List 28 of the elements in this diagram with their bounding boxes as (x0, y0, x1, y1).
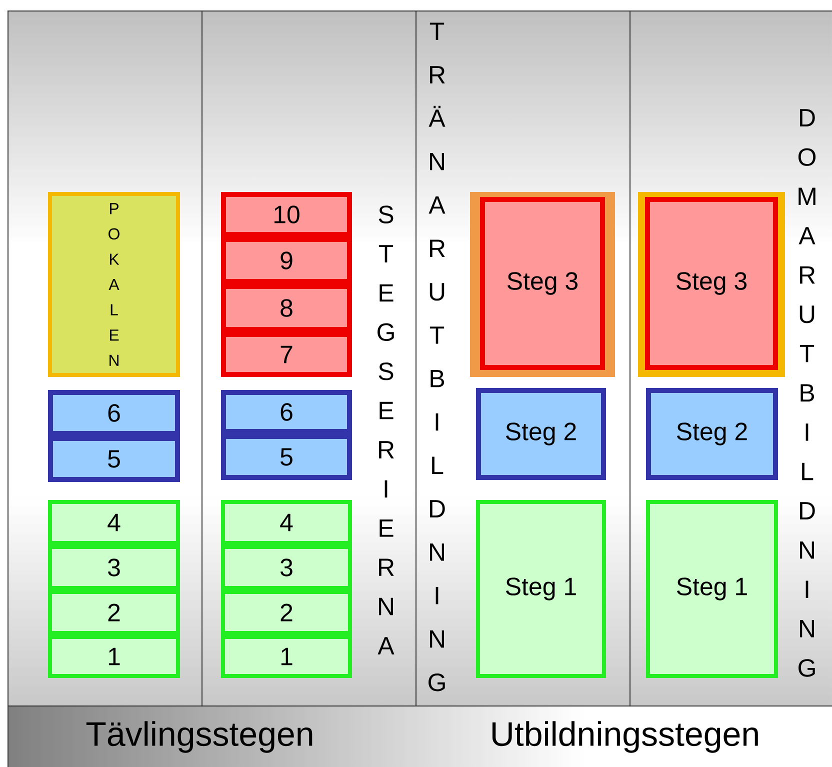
vertical-label: TRÄNARUTBILDNING (428, 22, 446, 692)
step-box: 9 (221, 237, 352, 284)
step-box: POKALEN (48, 192, 180, 377)
step-box: 3 (221, 545, 352, 590)
step-box: 2 (48, 590, 180, 635)
step-box: Steg 3 (638, 192, 785, 377)
step-box: 7 (221, 332, 352, 377)
step-box: Steg 2 (646, 388, 778, 480)
vertical-label: DOMARUTBILDNING (798, 109, 816, 677)
step-box: 3 (48, 545, 180, 590)
ladder-title: Tävlingsstegen (86, 721, 312, 753)
step-box: 6 (221, 390, 352, 434)
step-box: 2 (221, 590, 352, 635)
vertical-label: STEGSERIERNA (378, 206, 394, 654)
step-box: 5 (221, 434, 352, 480)
step-box: 1 (48, 635, 180, 678)
step-box: 5 (48, 436, 180, 482)
step-box: 6 (48, 390, 180, 436)
step-box: 4 (221, 500, 352, 545)
step-box: 8 (221, 284, 352, 332)
step-box: Steg 1 (476, 500, 606, 678)
step-box: Steg 3 (470, 192, 615, 377)
step-box: 1 (221, 635, 352, 678)
ladder-title: Utbildningsstegen (492, 721, 758, 753)
step-box: Steg 1 (646, 500, 778, 678)
step-box: Steg 2 (476, 388, 606, 480)
step-box: 4 (48, 500, 180, 545)
step-box: 10 (221, 192, 352, 237)
